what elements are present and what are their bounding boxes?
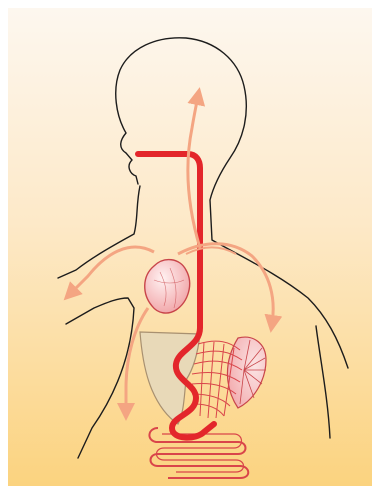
diagram-canvas <box>8 8 372 486</box>
anatomy-diagram <box>8 8 372 486</box>
